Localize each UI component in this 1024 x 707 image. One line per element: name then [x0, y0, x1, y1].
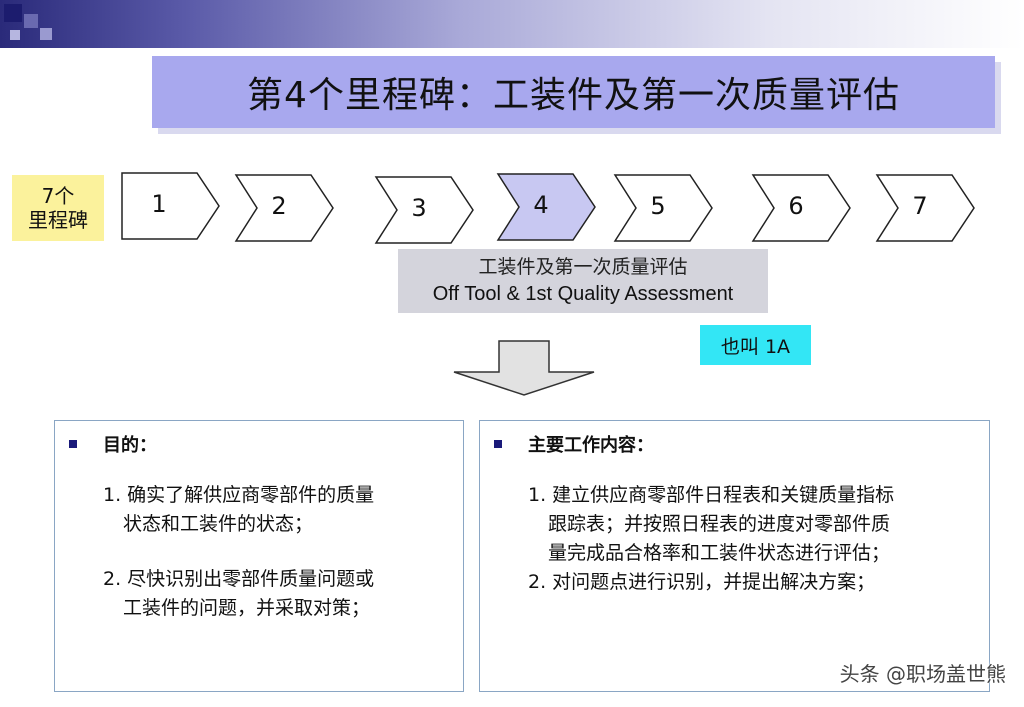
main-work-item-line: 1. 建立供应商零部件日程表和关键质量指标	[528, 484, 895, 506]
milestones-label: 7个 里程碑	[12, 175, 104, 241]
main-work-item-line: 跟踪表；并按照日程表的进度对零部件质	[548, 513, 891, 535]
down-arrow-icon	[453, 340, 595, 396]
also-called-text: 也叫 1A	[720, 335, 791, 358]
square-bullet-icon	[69, 440, 77, 448]
milestone-chevron-5	[613, 174, 713, 242]
main-work-item-line: 量完成品合格率和工装件状态进行评估；	[548, 542, 891, 564]
milestone-number-3: 3	[411, 194, 427, 222]
purpose-panel: 目的： 1. 确实了解供应商零部件的质量 状态和工装件的状态； 2. 尽快识别出…	[54, 420, 464, 692]
subtitle-en: Off Tool & 1st Quality Assessment	[432, 283, 734, 305]
purpose-heading: 目的：	[103, 435, 157, 456]
purpose-item-line: 2. 尽快识别出零部件质量问题或	[103, 568, 375, 590]
decor-square	[10, 30, 20, 40]
milestone-chevron-6	[751, 174, 851, 242]
main-work-heading: 主要工作内容：	[528, 435, 654, 456]
main-work-item: 2. 对问题点进行识别，并提出解决方案；	[528, 568, 875, 597]
milestone-subtitle-box: 工装件及第一次质量评估 Off Tool & 1st Quality Asses…	[398, 249, 768, 313]
milestone-chevron-4	[496, 173, 596, 241]
watermark: 头条 @职场盖世熊	[839, 662, 1006, 686]
purpose-item-line: 工装件的问题，并采取对策；	[123, 597, 371, 619]
milestone-number-5: 5	[650, 192, 666, 220]
milestone-chevron-2	[234, 174, 334, 242]
milestones-label-line2: 里程碑	[28, 208, 88, 232]
main-work-item: 1. 建立供应商零部件日程表和关键质量指标 跟踪表；并按照日程表的进度对零部件质…	[528, 481, 894, 568]
milestone-number-1: 1	[151, 190, 167, 218]
decor-square	[24, 14, 38, 28]
title-bar: 第4个里程碑：工装件及第一次质量评估	[152, 56, 995, 128]
milestone-chevron-7	[875, 174, 975, 242]
purpose-item-line: 状态和工装件的状态；	[123, 513, 314, 535]
milestone-chevron-1	[121, 172, 220, 240]
milestone-number-2: 2	[271, 192, 287, 220]
decor-square	[40, 28, 52, 40]
milestone-chevron-3	[374, 176, 474, 244]
milestone-number-6: 6	[788, 192, 804, 220]
square-bullet-icon	[494, 440, 502, 448]
milestone-number-7: 7	[912, 192, 928, 220]
purpose-item: 1. 确实了解供应商零部件的质量 状态和工装件的状态；	[103, 481, 374, 539]
milestone-number-4: 4	[533, 191, 549, 219]
milestones-label-line1: 7个	[41, 184, 75, 208]
also-called-badge: 也叫 1A	[700, 325, 811, 365]
main-work-item-line: 2. 对问题点进行识别，并提出解决方案；	[528, 571, 876, 593]
purpose-item-line: 1. 确实了解供应商零部件的质量	[103, 484, 375, 506]
page-title: 第4个里程碑：工装件及第一次质量评估	[247, 75, 900, 116]
subtitle-cn: 工装件及第一次质量评估	[478, 256, 688, 278]
decor-square	[4, 4, 22, 22]
main-work-panel: 主要工作内容： 1. 建立供应商零部件日程表和关键质量指标 跟踪表；并按照日程表…	[479, 420, 990, 692]
purpose-item: 2. 尽快识别出零部件质量问题或 工装件的问题，并采取对策；	[103, 565, 374, 623]
top-gradient-band	[0, 0, 1024, 48]
